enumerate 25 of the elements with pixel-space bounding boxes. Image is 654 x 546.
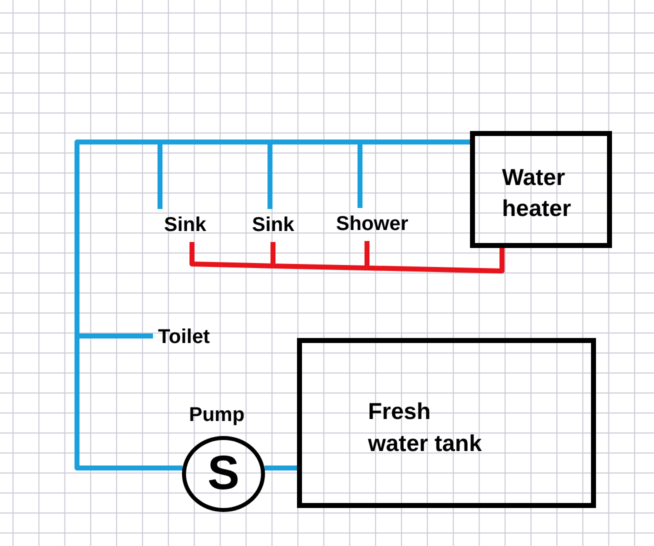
pipe-line: [270, 242, 276, 264]
pipe-line: [74, 140, 160, 336]
fixture-label: Toilet: [158, 326, 210, 349]
tank-box: [297, 338, 596, 508]
pipe-line: [360, 140, 470, 144]
pipe-line: [80, 334, 153, 338]
pipe-line: [158, 144, 162, 209]
pipe-line: [364, 241, 370, 266]
caption-label: Pump: [189, 404, 245, 427]
pipe-line: [358, 144, 362, 208]
pipe-line: [366, 248, 504, 274]
pump-symbol: [182, 436, 265, 512]
box-label: Fresh water tank: [368, 397, 483, 458]
pipe-line: [268, 144, 272, 209]
pipe-line: [270, 140, 360, 144]
pipe-line: [74, 336, 182, 470]
fixture-label: Sink: [164, 214, 206, 237]
box-label: Water heater: [502, 163, 572, 223]
pipe-line: [272, 264, 368, 270]
fixture-label: Shower: [336, 213, 408, 236]
pipe-line: [190, 242, 274, 268]
symbol-letter: S: [207, 450, 240, 498]
pipe-line: [160, 140, 270, 144]
heater-box: [470, 131, 612, 248]
fixture-label: Sink: [252, 214, 294, 237]
